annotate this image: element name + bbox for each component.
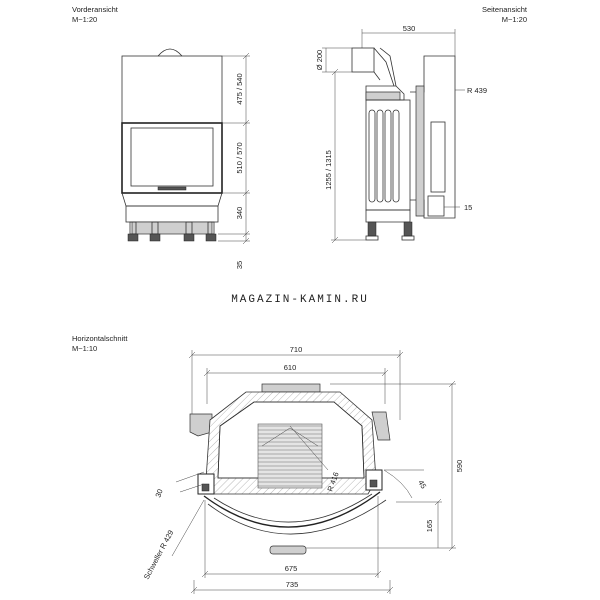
side-foot-rear [367,221,377,237]
section-left-wing [189,413,213,437]
section-curved-glass-inner [213,493,373,523]
side-glass-section [430,121,446,193]
dim-side-depth: 530 [403,24,416,33]
side-flue-pipe [351,47,375,73]
front-glass-frame [121,122,223,194]
section-door-handle [269,545,307,555]
front-lower-bevel [121,192,223,207]
section-right-wing [371,411,391,441]
dim-section-inner-width: 610 [284,363,297,372]
front-view-title: Vorderansicht [72,5,119,14]
dim-section-outer-width: 710 [290,345,303,354]
dim-section-threshold: Schweller R 429 [142,528,176,580]
radius-416-line [289,425,329,471]
dim-section-depth: 590 [455,460,464,473]
dim-side-radius: R 439 [467,86,487,95]
section-grate [257,423,323,489]
section-rear-collar [261,383,321,393]
dim-section-angle: 45 [416,479,428,491]
front-dimension-chain [218,52,250,245]
side-flue-bend [373,47,395,87]
dim-side-flue: Ø 200 [315,50,324,70]
section-curved-glass-outer [203,491,381,528]
section-scale: M~1:10 [72,344,97,353]
front-base-plinth [131,221,213,235]
section-title: Horizontalschnitt [72,334,128,343]
horizontal-section: Horizontalschnitt M~1:10 710 610 590 165 [72,334,464,594]
side-body [365,99,411,211]
front-flue-collar [157,48,183,57]
dim-front-feet: 35 [235,261,244,269]
dim-front-upper: 475 / 540 [235,73,244,104]
front-feet [127,221,217,242]
dim-front-middle: 510 / 570 [235,142,244,173]
side-view-scale: M~1:20 [502,15,527,24]
front-lower-body [125,205,219,223]
dim-side-offset: 15 [464,203,472,212]
dim-front-lower: 340 [235,207,244,220]
dim-section-bottom-outer: 735 [286,580,299,589]
side-door-bottom [427,195,445,217]
section-combustion-chamber [217,401,365,479]
front-glass-pane [130,127,214,187]
brand-watermark: MAGAZIN-KAMIN.RU [231,294,369,306]
front-upper-housing [121,55,223,124]
dim-section-left-thickness: 30 [153,488,164,499]
front-door-handle [157,186,187,191]
dim-side-height: 1255 / 1315 [324,150,333,190]
side-convection-fins [368,109,400,203]
front-view: Vorderansicht M~1:20 [72,5,250,269]
dim-section-bottom-inner: 675 [285,564,298,573]
side-view: Seitenansicht M~1:20 530 Ø 200 [315,5,528,244]
side-base [365,209,411,223]
side-view-title: Seitenansicht [482,5,528,14]
side-foot-front [403,221,413,237]
dim-section-front-offset: 165 [425,520,434,533]
front-view-scale: M~1:20 [72,15,97,24]
